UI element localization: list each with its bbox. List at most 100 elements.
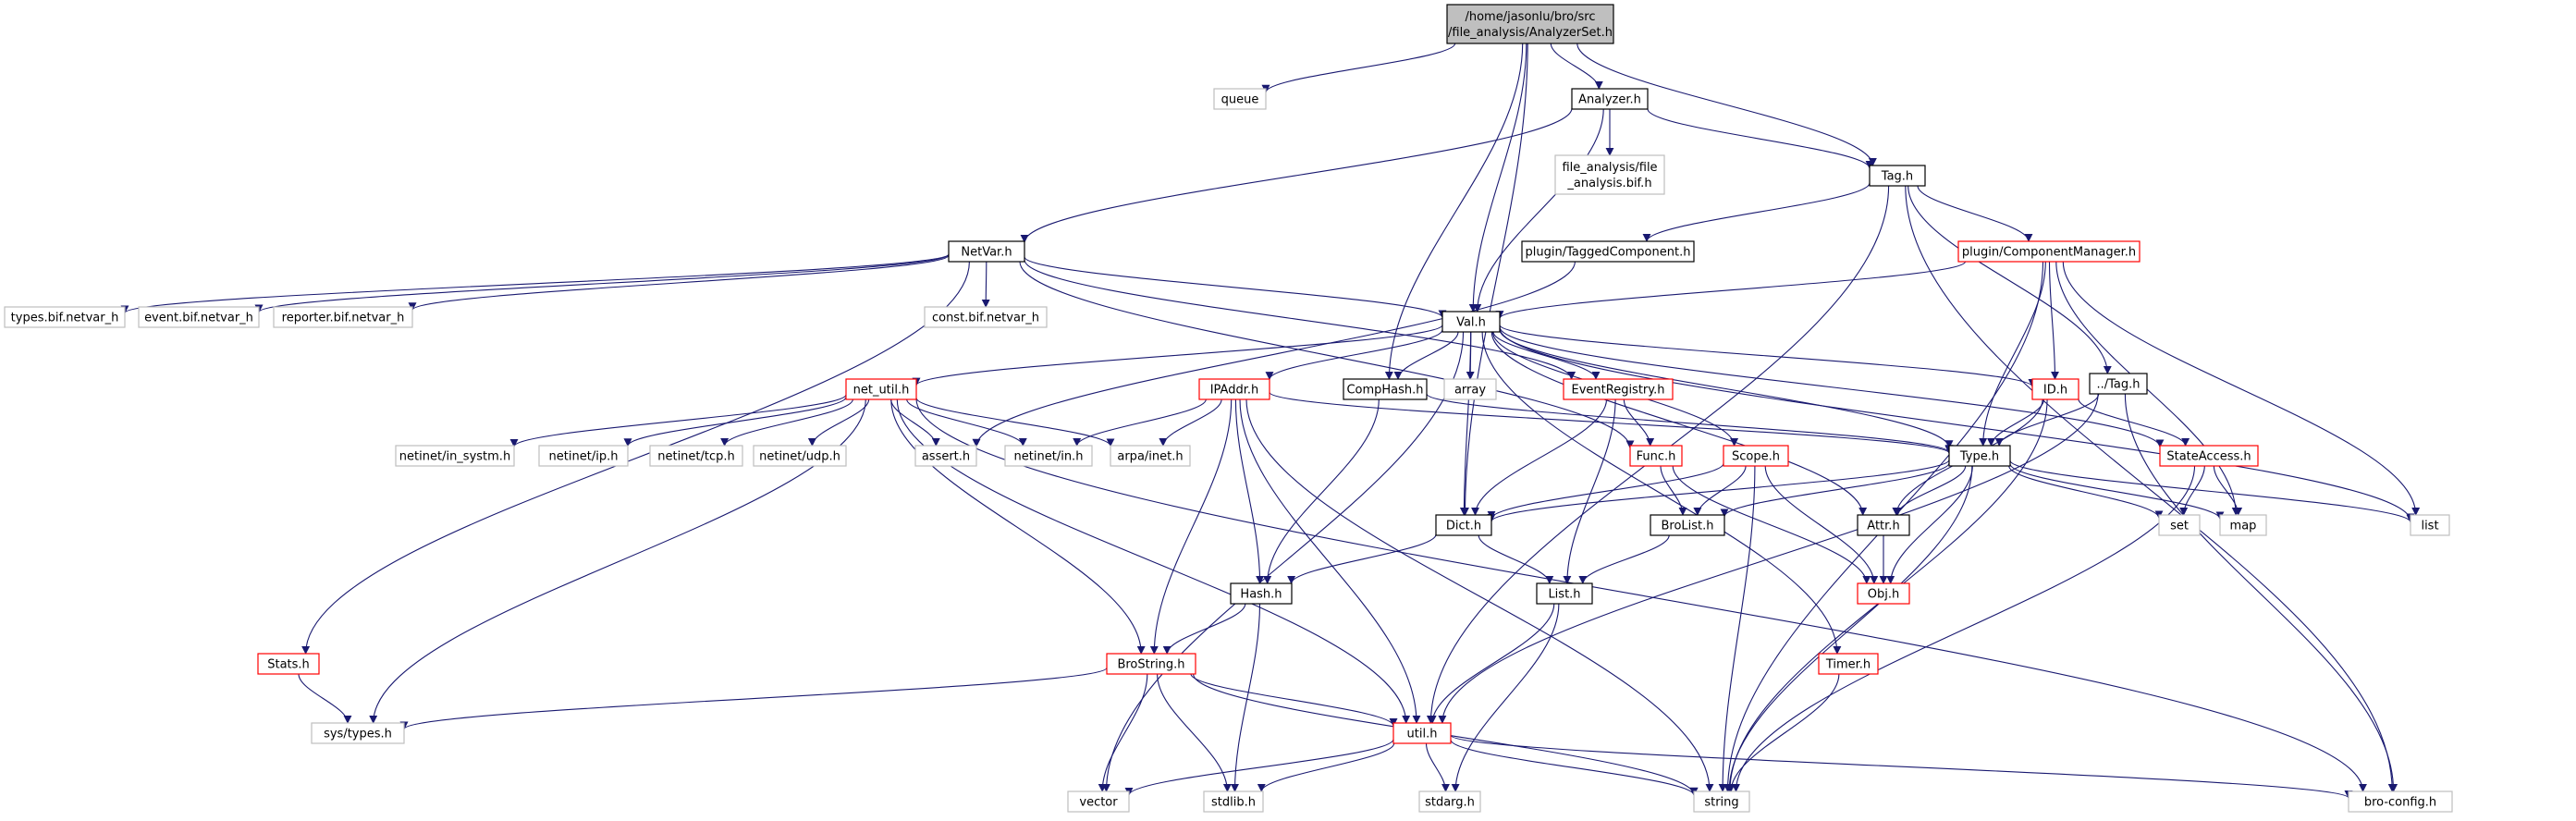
edge-tag-to-dtag — [1907, 185, 2112, 374]
node-dict[interactable]: Dict.h — [1435, 514, 1492, 536]
edge-tag-to-broconfig — [1905, 185, 2397, 792]
edge-scope-to-obj — [1764, 465, 1879, 584]
node-label: Stats.h — [267, 658, 310, 672]
node-box — [2348, 790, 2453, 813]
node-tag[interactable]: Tag.h — [1869, 165, 1926, 187]
node-box — [1857, 582, 1910, 605]
node-comphash[interactable]: CompHash.h — [1343, 378, 1428, 400]
edge-ipaddr-to-netin — [1073, 398, 1207, 447]
edge-util-to-stdlib — [1257, 742, 1395, 792]
edge-dtag-to-broconfig — [2124, 393, 2398, 792]
node-set: set — [2158, 514, 2201, 536]
edge-netvar-to-event_bif — [254, 253, 950, 313]
edge-val-to-timer — [1481, 331, 1842, 655]
edge-id-to-stateaccess — [2078, 398, 2190, 447]
edge-net_util-to-netin — [906, 398, 1027, 447]
nodes-layer: /home/jasonlu/bro/src/file_analysis/Anal… — [4, 4, 2453, 813]
node-analyzer[interactable]: Analyzer.h — [1571, 88, 1649, 110]
node-label: util.h — [1407, 728, 1438, 741]
edges-layer — [120, 43, 2421, 799]
node-label: EventRegistry.h — [1572, 384, 1665, 398]
node-label: IPAddr.h — [1210, 384, 1259, 398]
edge-ipaddr-to-arpa — [1159, 398, 1222, 447]
node-box — [138, 306, 260, 328]
node-eventreg[interactable]: EventRegistry.h — [1563, 378, 1674, 400]
node-box — [1441, 311, 1501, 333]
node-label: List.h — [1548, 588, 1580, 602]
node-net_util[interactable]: net_util.h — [845, 378, 917, 400]
node-ipaddr[interactable]: IPAddr.h — [1198, 378, 1270, 400]
edge-compmgr-to-list — [2062, 261, 2421, 516]
edge-comphash-to-hash — [1263, 398, 1380, 584]
node-box — [1818, 653, 1879, 675]
node-brostring[interactable]: BroString.h — [1106, 653, 1196, 675]
node-array: array — [1443, 378, 1497, 400]
edge-stats-to-systypes — [298, 673, 352, 724]
edge-ipaddr-to-brostring — [1149, 398, 1233, 655]
node-box — [924, 306, 1048, 328]
node-netvar[interactable]: NetVar.h — [948, 240, 1025, 263]
node-func[interactable]: Func.h — [1629, 445, 1683, 467]
edge-val-to-stateaccess — [1499, 326, 2165, 448]
node-box — [1957, 240, 2141, 263]
node-stats[interactable]: Stats.h — [257, 653, 320, 675]
edge-val-to-comphash — [1393, 331, 1459, 380]
node-box — [273, 306, 413, 328]
edge-compmgr-to-id — [2048, 261, 2059, 380]
node-label: Analyzer.h — [1578, 93, 1641, 107]
edge-eventreg-to-listh — [1563, 398, 1616, 584]
node-box — [1571, 88, 1649, 110]
node-scope[interactable]: Scope.h — [1723, 445, 1789, 467]
node-label: assert.h — [922, 450, 970, 464]
node-compmgr[interactable]: plugin/ComponentManager.h — [1957, 240, 2141, 263]
node-dtag[interactable]: ../Tag.h — [2089, 373, 2148, 395]
node-stateaccess[interactable]: StateAccess.h — [2159, 445, 2259, 467]
node-box — [2159, 445, 2259, 467]
node-root[interactable]: /home/jasonlu/bro/src/file_analysis/Anal… — [1446, 4, 1614, 44]
edge-type-to-dict — [1487, 459, 1950, 522]
node-type[interactable]: Type.h — [1948, 445, 2011, 467]
edge-val-to-net_util — [912, 325, 1443, 386]
node-box — [753, 445, 847, 467]
node-id[interactable]: ID.h — [2031, 378, 2079, 400]
node-box — [649, 445, 743, 467]
edge-brolist-to-listh — [1578, 534, 1670, 584]
edge-netvar-to-reporter_bif — [408, 254, 950, 312]
node-label: queue — [1221, 93, 1259, 107]
node-label: vector — [1079, 796, 1118, 810]
edge-val-to-vector — [1102, 331, 1465, 792]
edge-compmgr-to-type — [1979, 261, 2046, 447]
edge-net_util-to-udp — [807, 398, 870, 447]
node-label: Attr.h — [1867, 520, 1899, 533]
node-box — [1418, 790, 1481, 813]
node-box — [4, 306, 126, 328]
edge-util-to-string — [1450, 739, 1699, 796]
node-brolist[interactable]: BroList.h — [1650, 514, 1725, 536]
edge-type-to-brolist — [1720, 462, 1950, 518]
node-hash[interactable]: Hash.h — [1230, 582, 1293, 605]
node-box — [311, 722, 405, 744]
edge-type-to-map — [2009, 463, 2225, 521]
node-attr[interactable]: Attr.h — [1857, 514, 1910, 536]
node-util[interactable]: util.h — [1392, 722, 1452, 744]
node-obj[interactable]: Obj.h — [1857, 582, 1910, 605]
node-label: netinet/tcp.h — [657, 450, 735, 464]
node-box — [1203, 790, 1264, 813]
node-label: ../Tag.h — [2096, 378, 2140, 392]
node-listh[interactable]: List.h — [1536, 582, 1593, 605]
edge-type-to-string — [1724, 465, 1973, 792]
edge-ipaddr-to-string — [1245, 398, 1714, 792]
edge-timer-to-string — [1726, 673, 1840, 792]
edge-val-to-dict — [1459, 331, 1472, 516]
node-timer[interactable]: Timer.h — [1818, 653, 1879, 675]
edge-root-to-comphash — [1384, 43, 1524, 380]
node-box — [1067, 790, 1130, 813]
node-box — [1521, 240, 1695, 263]
node-label: file_analysis/file — [1562, 161, 1657, 175]
node-tagged[interactable]: plugin/TaggedComponent.h — [1521, 240, 1695, 263]
node-box — [257, 653, 320, 675]
node-label: netinet/udp.h — [759, 450, 840, 464]
node-val[interactable]: Val.h — [1441, 311, 1501, 333]
edge-net_util-to-in_systm — [509, 394, 847, 447]
